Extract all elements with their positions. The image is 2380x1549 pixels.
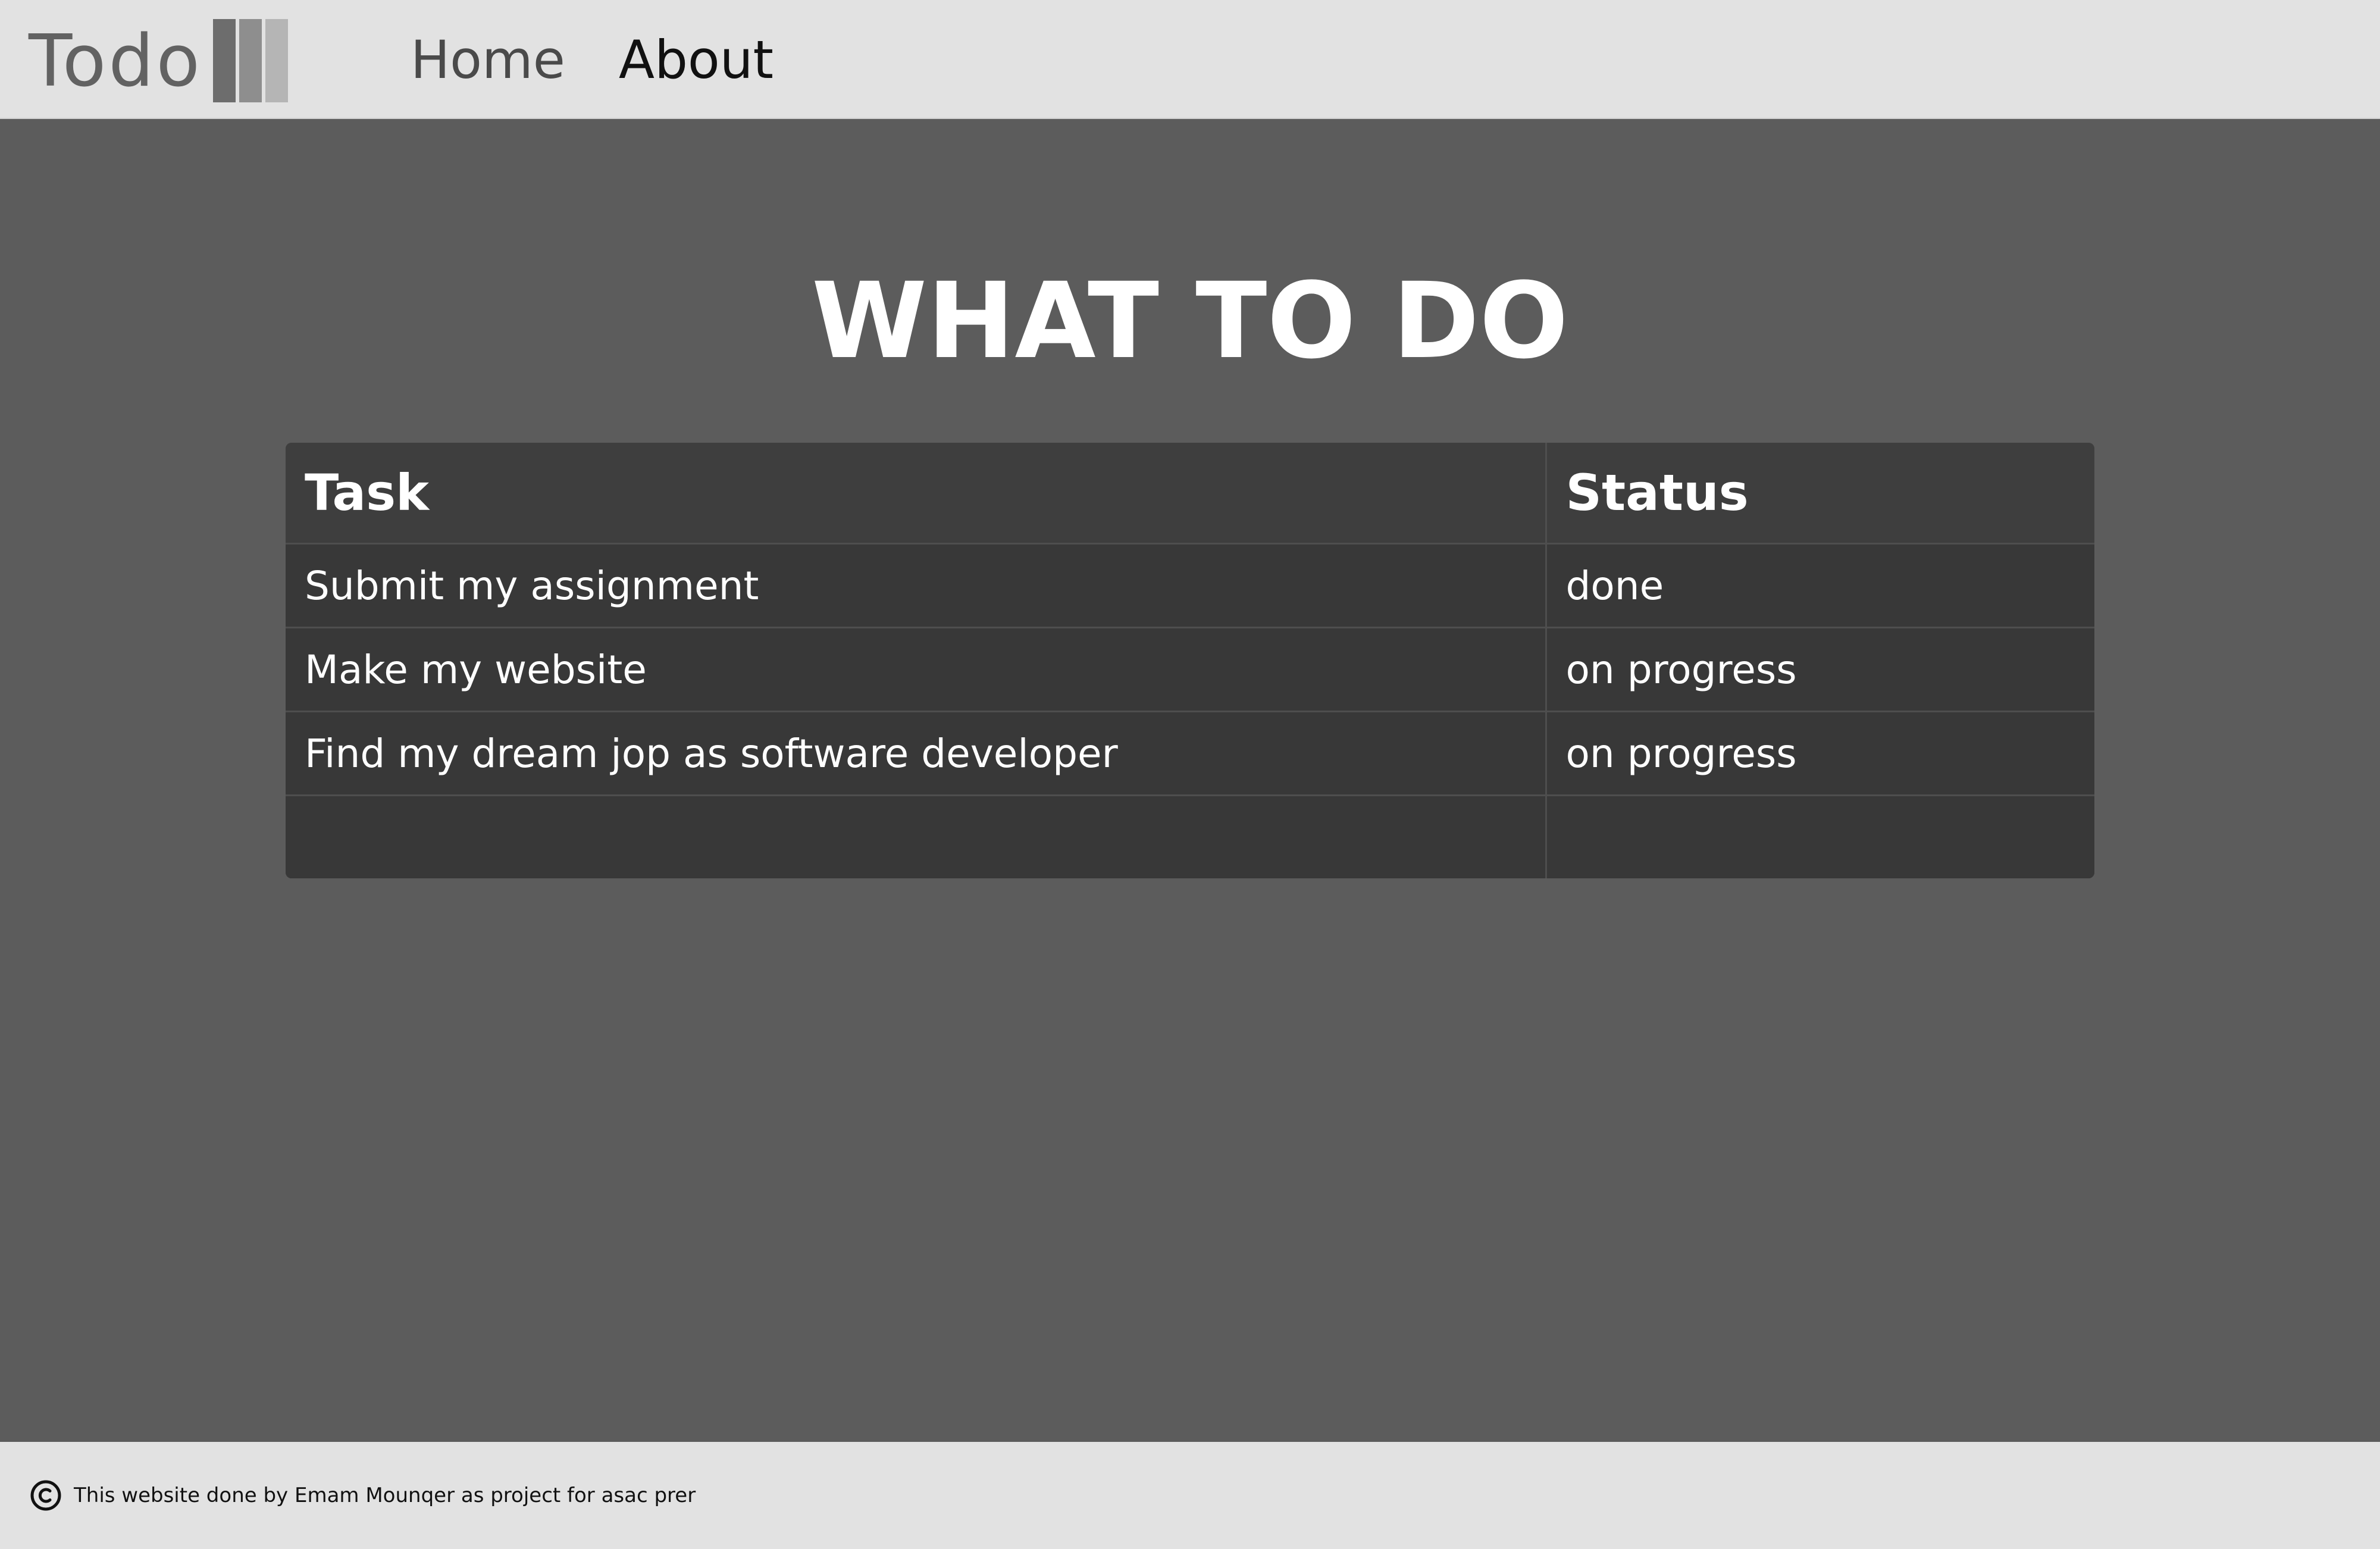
footer-text: This website done by Emam Mounqer as pro… [74,1484,696,1507]
status-cell: on progress [1546,627,2094,712]
task-cell: Make my website [286,627,1547,712]
page-title: WHAT TO DO [812,260,1568,382]
main-nav: Home About [411,24,827,95]
nav-link-home[interactable]: Home [411,29,565,90]
table-row: Submit my assignment done [286,543,2094,628]
task-cell: Submit my assignment [286,543,1547,628]
logo-bars-icon [212,19,292,102]
table-row: Make my website on progress [286,627,2094,712]
nav-link-about[interactable]: About [618,29,774,90]
todo-table: Task Status Submit my assignment done Ma… [286,443,2094,878]
table-row: Find my dream jop as software developer … [286,711,2094,796]
status-cell: done [1546,543,2094,628]
column-header-task: Task [286,443,1547,545]
status-cell [1546,795,2094,878]
top-navbar: Todo Home About [0,0,2380,119]
copyright-icon [30,1480,61,1511]
table-header-row: Task Status [286,443,2094,545]
status-cell: on progress [1546,711,2094,796]
page-footer: This website done by Emam Mounqer as pro… [0,1442,2380,1549]
todo-logo[interactable]: Todo [29,17,292,102]
logo-text: Todo [29,20,202,103]
table-row-empty [286,795,2094,878]
task-cell: Find my dream jop as software developer [286,711,1547,796]
todo-table-container: Task Status Submit my assignment done Ma… [286,443,2094,878]
column-header-status: Status [1546,443,2094,545]
task-cell [286,795,1547,878]
